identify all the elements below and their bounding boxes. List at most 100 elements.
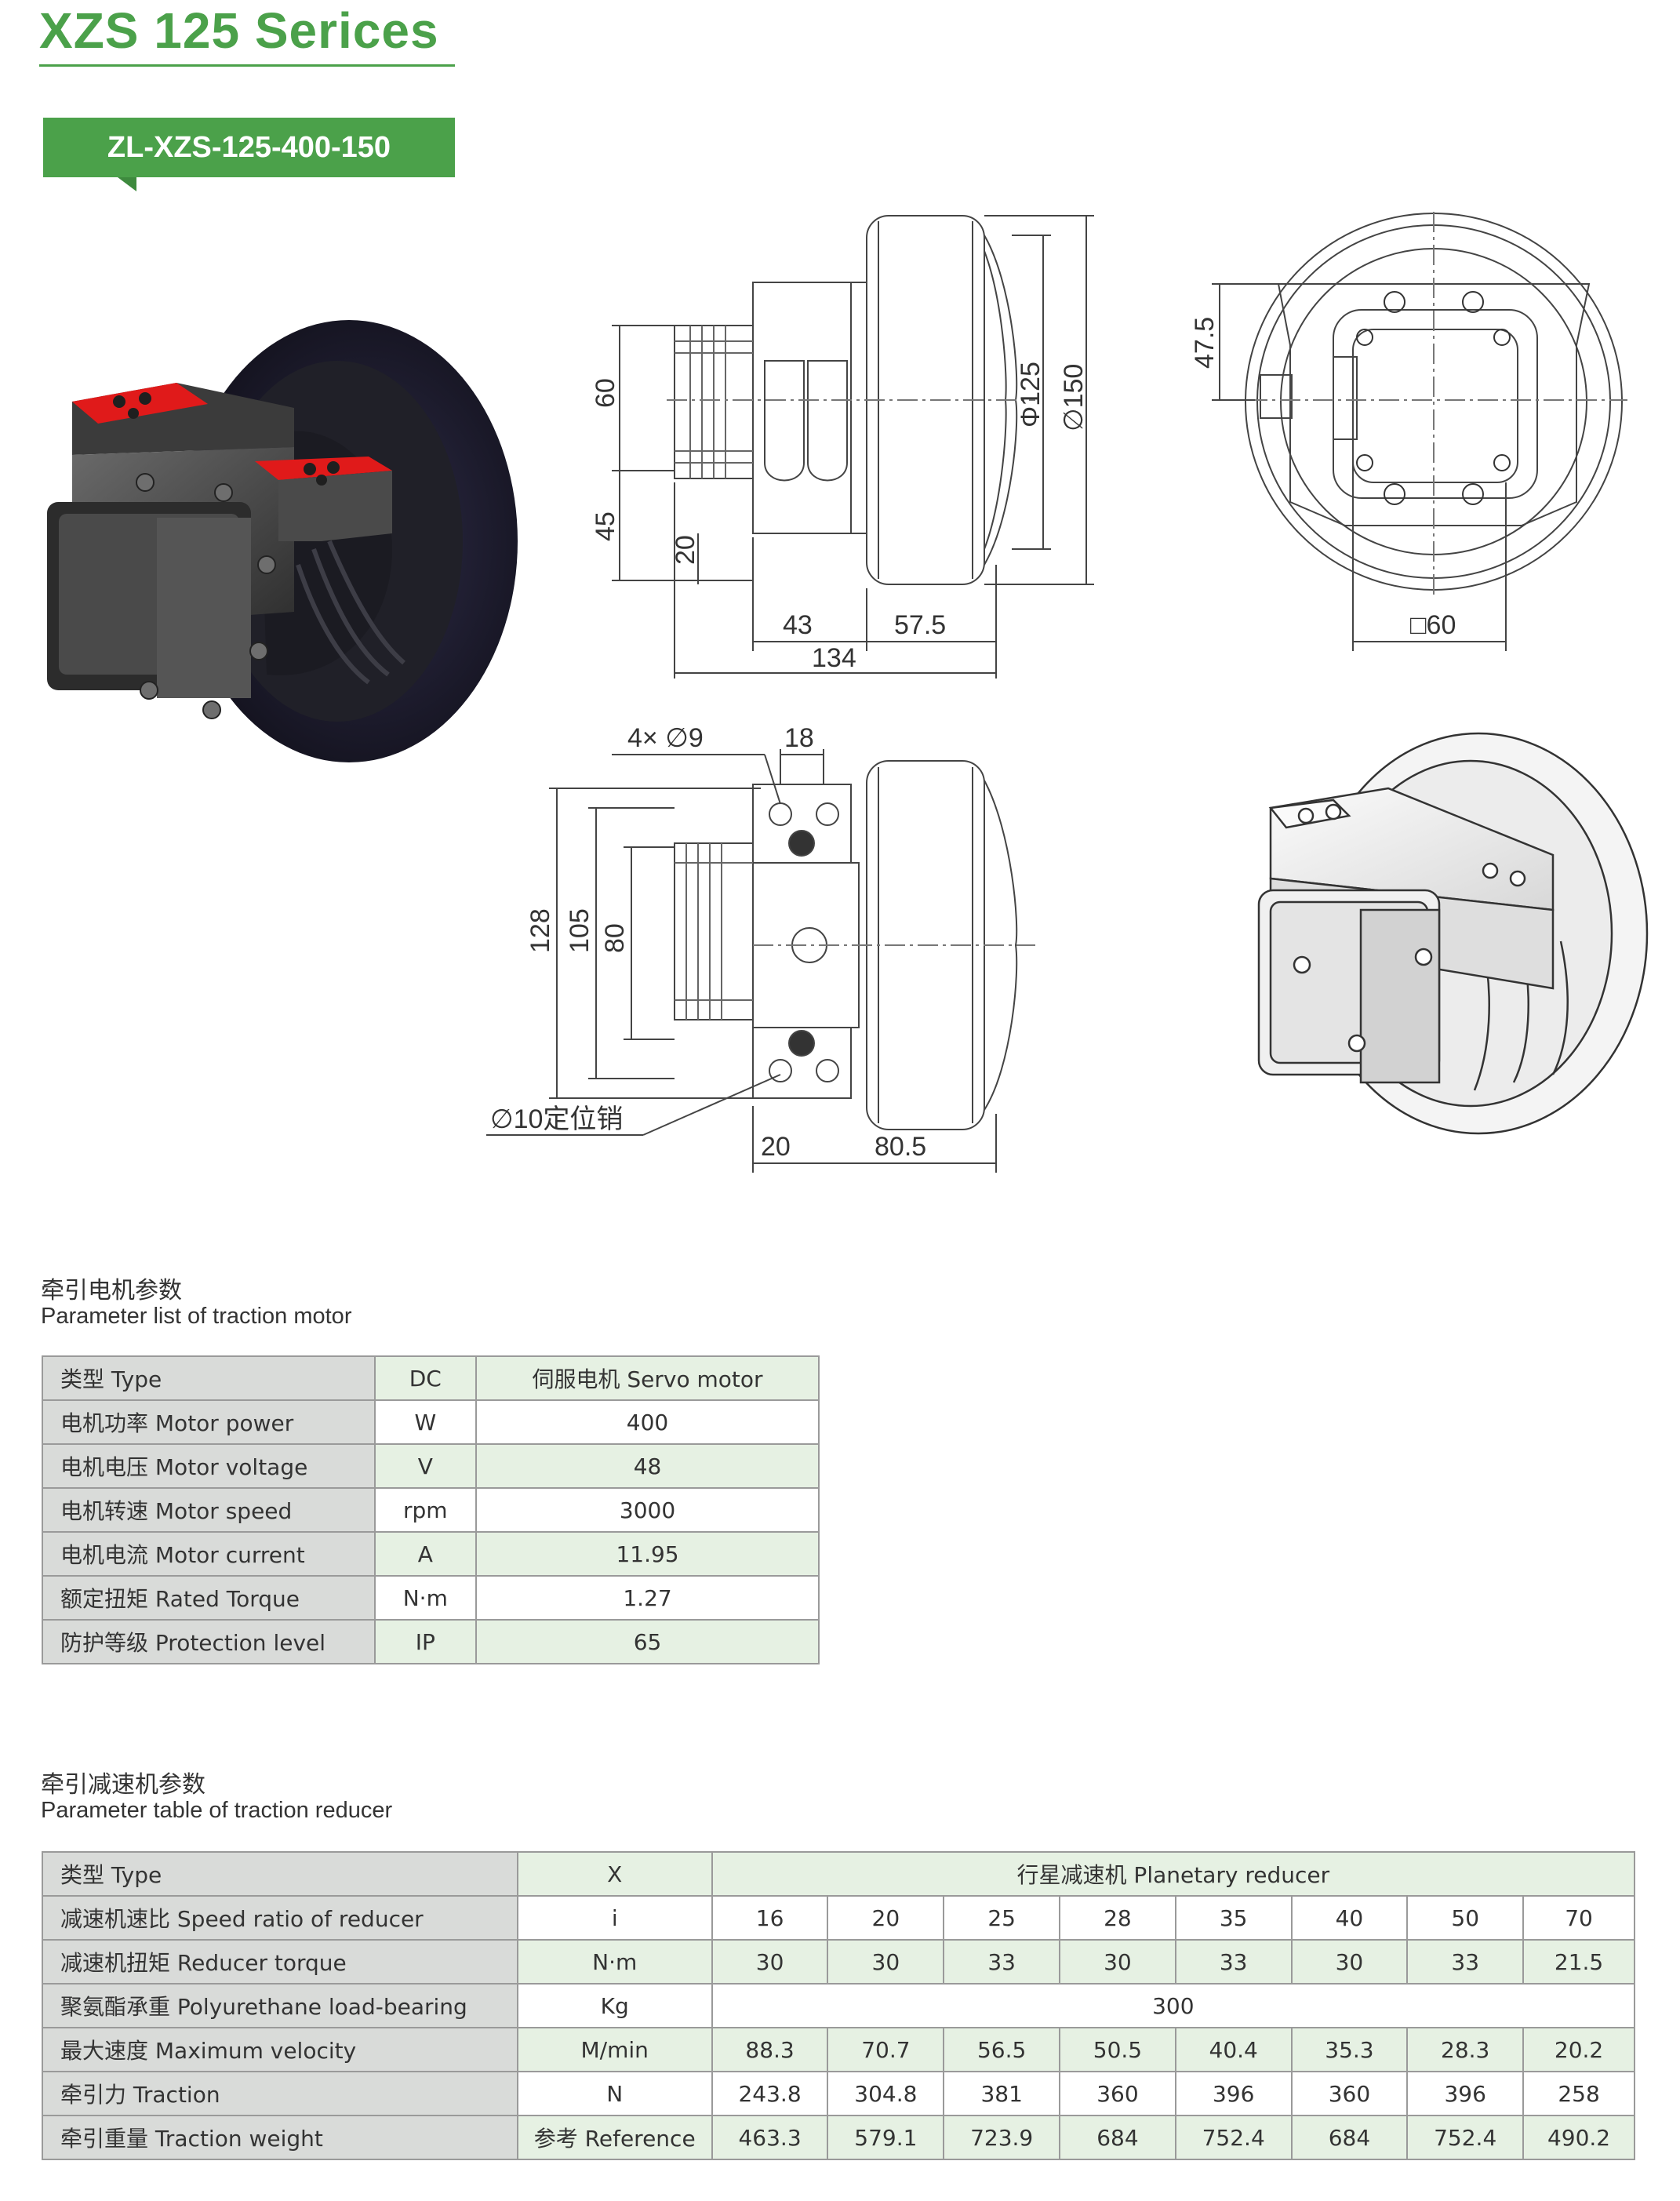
motor-row-value: 48	[475, 1443, 820, 1489]
reducer-row-value: 70	[1522, 1895, 1635, 1941]
reducer-row-value: 684	[1290, 2115, 1409, 2160]
reducer-row-value: 579.1	[827, 2115, 945, 2160]
title-underline	[39, 64, 455, 67]
reducer-heading-zh: 牵引减速机参数	[41, 1771, 205, 1799]
motor-heading-zh: 牵引电机参数	[41, 1277, 182, 1304]
motor-row-label: 防护等级 Protection level	[42, 1619, 376, 1664]
reducer-row-value: 243.8	[711, 2071, 829, 2116]
dim-60: 60	[591, 378, 620, 408]
top-view-labels: 4× ∅9 18 128 105 80 ∅10定位销 20 80.5	[490, 723, 926, 1162]
reducer-row-value: 40	[1290, 1895, 1409, 1941]
series-title: XZS 125 Serices	[39, 2, 439, 59]
front-view-labels: 47.5 □60	[1190, 317, 1456, 640]
reducer-row-value: 70.7	[827, 2027, 945, 2072]
reducer-row-value: 88.3	[711, 2027, 829, 2072]
reducer-row-value: 28.3	[1406, 2027, 1525, 2072]
reducer-row-value: 20	[827, 1895, 945, 1941]
reducer-row-label: 牵引重量 Traction weight	[42, 2115, 518, 2160]
motor-row-label: 电机功率 Motor power	[42, 1399, 376, 1445]
motor-row-unit: A	[373, 1531, 478, 1577]
reducer-row-unit: 参考 Reference	[516, 2115, 713, 2160]
dim-18: 18	[784, 723, 814, 753]
dim-d125: Φ125	[1016, 362, 1045, 427]
dim-45: 45	[591, 511, 620, 541]
reducer-row-unit: N·m	[516, 1939, 713, 1985]
side-view-labels: 60 45 20 Φ125 ∅150 43 57.5 134	[591, 362, 1089, 673]
reducer-row-label: 减速机扭矩 Reducer torque	[42, 1939, 518, 1985]
reducer-row-value: 463.3	[711, 2115, 829, 2160]
reducer-row-value: 300	[711, 1983, 1636, 2028]
reducer-row-value: 33	[1406, 1939, 1525, 1985]
motor-row-label: 电机电流 Motor current	[42, 1531, 376, 1577]
motor-row-value: 11.95	[475, 1531, 820, 1577]
reducer-row-unit: M/min	[516, 2027, 713, 2072]
reducer-row-value: 16	[711, 1895, 829, 1941]
motor-row-unit: rpm	[373, 1487, 478, 1533]
reducer-row-value: 684	[1059, 2115, 1176, 2160]
motor-row-value: 伺服电机 Servo motor	[475, 1355, 820, 1401]
dim-128: 128	[525, 908, 555, 953]
motor-row-label: 电机转速 Motor speed	[42, 1487, 376, 1533]
dim-105: 105	[565, 908, 595, 953]
dim-20: 20	[671, 535, 700, 565]
reducer-row-value: 381	[943, 2071, 1061, 2116]
motor-row-value: 400	[475, 1399, 820, 1445]
reducer-row-value: 33	[1174, 1939, 1293, 1985]
reducer-row-value: 30	[827, 1939, 945, 1985]
motor-row-value: 3000	[475, 1487, 820, 1533]
reducer-row-value: 20.2	[1522, 2027, 1635, 2072]
motor-row-unit: V	[373, 1443, 478, 1489]
reducer-row-value: 33	[943, 1939, 1061, 1985]
reducer-row-value: 752.4	[1174, 2115, 1293, 2160]
reducer-row-label: 牵引力 Traction	[42, 2071, 518, 2116]
render-dark	[47, 320, 518, 762]
dim-20b: 20	[761, 1132, 791, 1162]
motor-row-label: 类型 Type	[42, 1355, 376, 1401]
dim-57-5: 57.5	[894, 610, 946, 640]
motor-row-unit: N·m	[373, 1575, 478, 1621]
reducer-row-label: 最大速度 Maximum velocity	[42, 2027, 518, 2072]
dim-d10-locating-pin: ∅10定位销	[490, 1104, 623, 1134]
reducer-row-value: 40.4	[1174, 2027, 1293, 2072]
motor-row-unit: IP	[373, 1619, 478, 1664]
motor-row-value: 1.27	[475, 1575, 820, 1621]
top-view-drawing	[486, 749, 1035, 1173]
reducer-row-value: 25	[943, 1895, 1061, 1941]
dim-43: 43	[783, 610, 813, 640]
motor-row-unit: W	[373, 1399, 478, 1445]
side-view-drawing	[612, 215, 1094, 678]
dim-47-5: 47.5	[1190, 317, 1220, 369]
reducer-row-value: 304.8	[827, 2071, 945, 2116]
reducer-row-value: 28	[1059, 1895, 1176, 1941]
reducer-row-label: 类型 Type	[42, 1851, 518, 1897]
front-view-drawing	[1212, 212, 1627, 651]
reducer-row-value: 35	[1174, 1895, 1293, 1941]
reducer-row-value: 360	[1059, 2071, 1176, 2116]
dim-square-60: □60	[1410, 610, 1456, 640]
dim-d150: ∅150	[1059, 364, 1089, 431]
reducer-row-value: 30	[1290, 1939, 1409, 1985]
reducer-row-value: 723.9	[943, 2115, 1061, 2160]
motor-row-unit: DC	[373, 1355, 478, 1401]
model-tag-notch	[118, 177, 136, 191]
reducer-row-value: 396	[1174, 2071, 1293, 2116]
reducer-row-unit: X	[516, 1851, 713, 1897]
reducer-row-value: 行星减速机 Planetary reducer	[711, 1851, 1636, 1897]
reducer-row-value: 396	[1406, 2071, 1525, 2116]
reducer-row-value: 30	[1059, 1939, 1176, 1985]
